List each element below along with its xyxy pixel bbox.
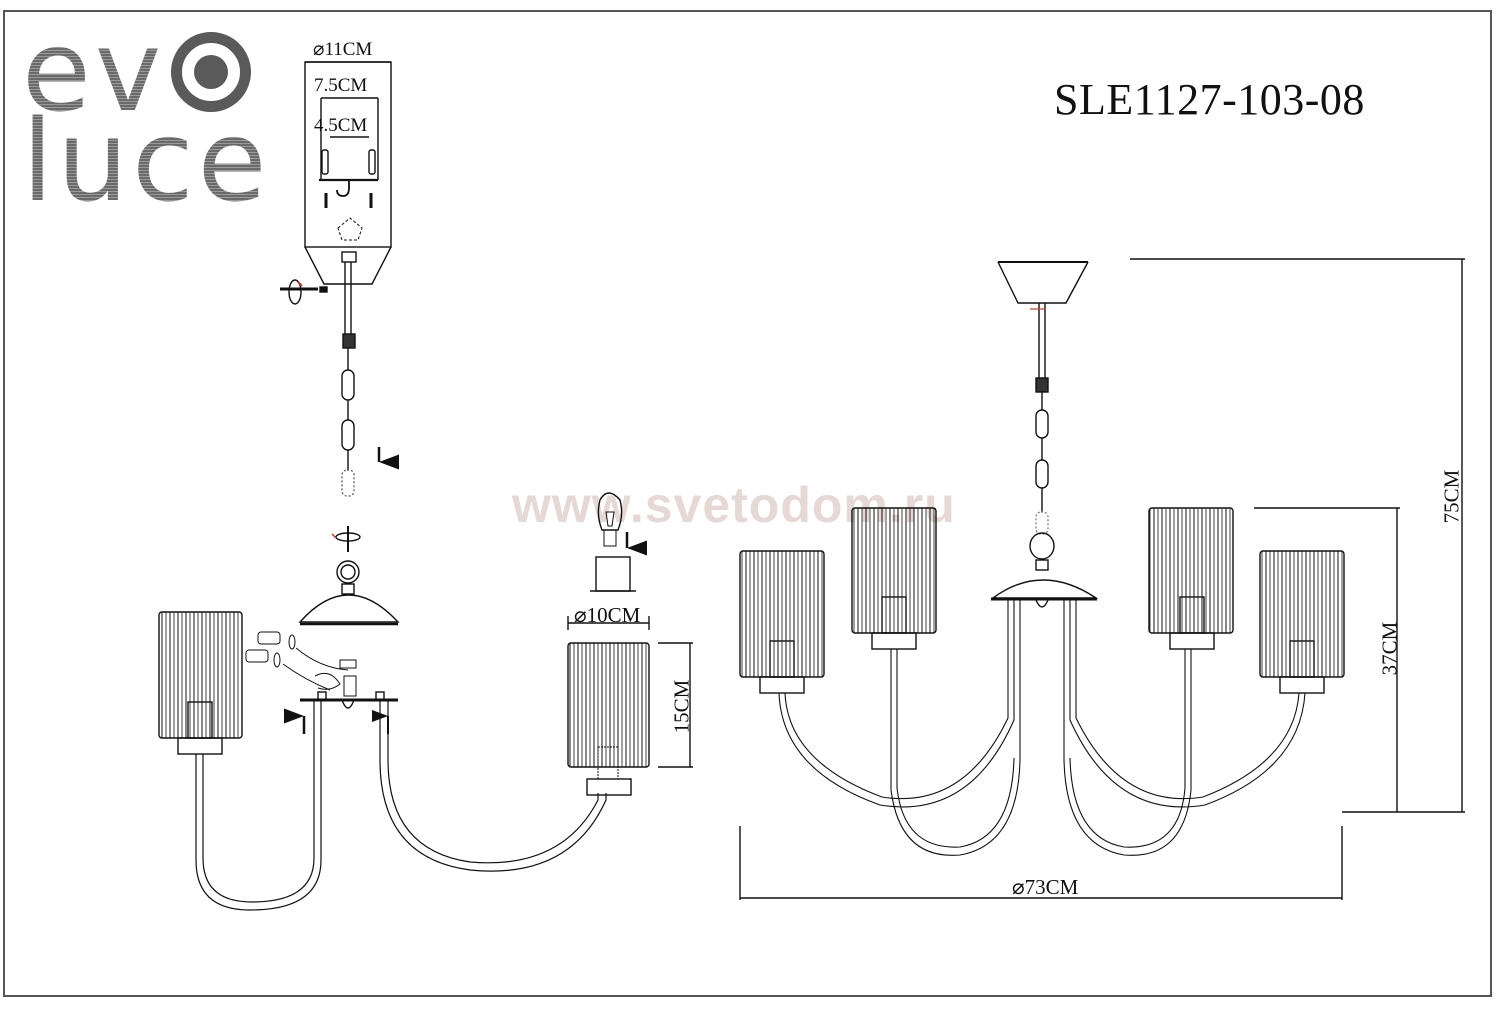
mounting-detail	[280, 61, 400, 626]
lamp-shade	[158, 611, 243, 755]
dim-shade-height: 15CM	[669, 679, 694, 734]
assembly-detail	[158, 492, 693, 911]
lamp-shade	[739, 550, 825, 694]
dim-shade-diameter: ⌀10CM	[574, 603, 641, 627]
concentric-ring-icon	[171, 32, 252, 112]
dim-overall-diameter: ⌀73CM	[1012, 875, 1079, 899]
lamp-shade	[1259, 550, 1345, 694]
drawing-frame	[3, 10, 1492, 997]
chandelier-front-view	[739, 258, 1465, 900]
lamp-shade	[567, 642, 650, 768]
dim-bracket-outer: 7.5CM	[314, 75, 368, 96]
dim-bracket-inner: 4.5CM	[314, 115, 368, 136]
dim-canopy-diameter: ⌀11CM	[313, 39, 373, 60]
dim-body-height: 37CM	[1377, 621, 1402, 676]
rotate-icon	[331, 526, 361, 552]
lamp-shade	[851, 507, 937, 650]
lamp-shade	[1148, 507, 1234, 650]
logo-line-1: ev	[22, 26, 271, 116]
light-bulb-icon	[597, 492, 623, 547]
dim-total-height: 75CM	[1439, 469, 1464, 524]
brand-logo: ev luce	[22, 26, 271, 206]
rotate-icon	[280, 279, 328, 305]
model-number: SLE1127-103-08	[1054, 75, 1365, 124]
